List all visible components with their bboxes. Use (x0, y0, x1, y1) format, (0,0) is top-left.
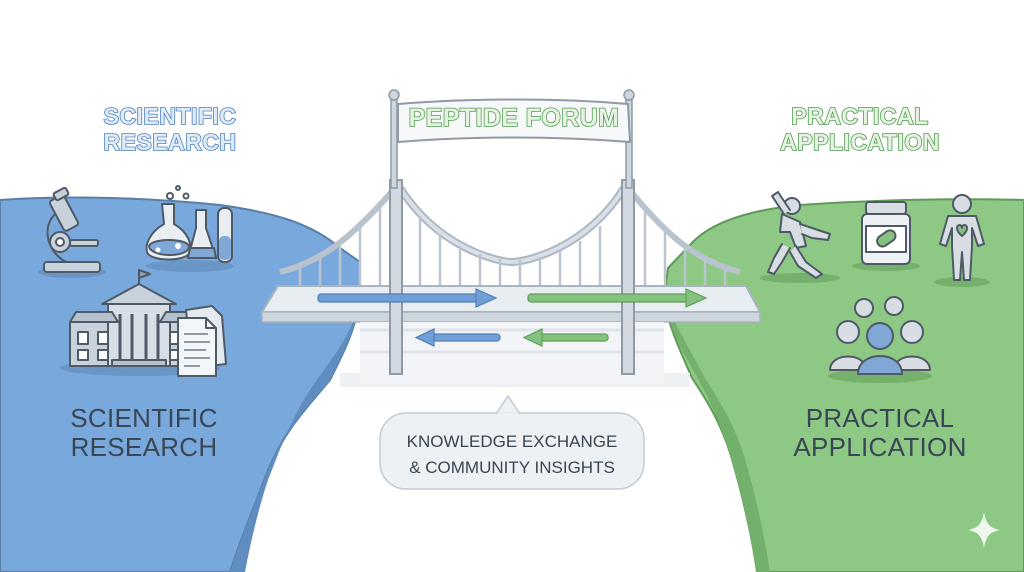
stretching-person-icon (760, 191, 840, 283)
heading-left-line2: RESEARCH (103, 128, 237, 155)
heading-right-line1: PRACTICAL (790, 102, 929, 129)
cliff-label-left: SCIENTIFIC RESEARCH (44, 403, 244, 463)
cliff-label-right: PRACTICAL APPLICATION (770, 403, 990, 463)
cliff-label-right-line2: APPLICATION (793, 432, 967, 463)
arrow-right-green (527, 288, 708, 308)
heading-right: PRACTICAL APPLICATION (750, 102, 970, 156)
cliff-label-left-line2: RESEARCH (70, 432, 218, 463)
bubble-line-1: KNOWLEDGE EXCHANGE (406, 432, 618, 451)
flow-arrows (317, 288, 708, 347)
flasks-icon (145, 185, 234, 272)
cliff-label-right-line1: PRACTICAL (805, 403, 955, 433)
insight-bubble (379, 394, 645, 490)
heading-left: SCIENTIFIC RESEARCH (62, 102, 278, 156)
heading-left-line1: SCIENTIFIC (103, 102, 237, 129)
arrow-left-green (522, 328, 609, 347)
arrow-left-blue (414, 328, 501, 347)
supplement-bottle-icon (852, 201, 920, 271)
sparkle-icon (968, 512, 1000, 548)
bubble-line-2: & COMMUNITY INSIGHTS (409, 457, 615, 477)
heading-right-line2: APPLICATION (779, 128, 940, 155)
standing-person-icon (934, 194, 990, 287)
community-group-icon (828, 296, 932, 383)
banner-title: PEPTIDE FORUM (408, 103, 620, 133)
bubble-text: KNOWLEDGE EXCHANGE & COMMUNITY INSIGHTS (390, 429, 634, 480)
documents-icon (177, 305, 227, 377)
cliff-label-left-line1: SCIENTIFIC (70, 403, 218, 433)
microscope-icon (38, 186, 106, 278)
arrow-right-blue (317, 288, 498, 308)
forum-banner (397, 98, 632, 144)
